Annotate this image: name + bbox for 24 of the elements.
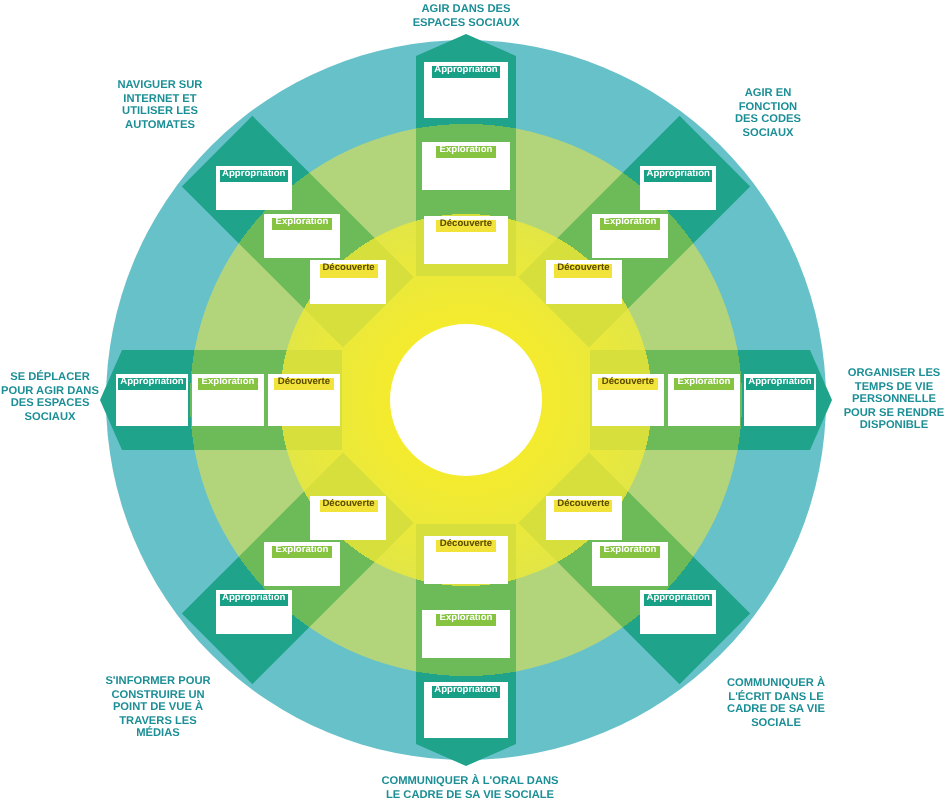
- text-card: [744, 374, 816, 426]
- text-card: [310, 260, 387, 305]
- text-card: [545, 260, 622, 305]
- text-card: [640, 165, 717, 210]
- text-card: [424, 536, 508, 584]
- text-card: [116, 374, 188, 426]
- text-card: [424, 682, 508, 738]
- text-card: [640, 590, 717, 635]
- text-card: [215, 590, 292, 635]
- text-card: [264, 542, 340, 586]
- text-card: [264, 214, 340, 258]
- text-card: [424, 62, 508, 118]
- text-card: [310, 495, 387, 540]
- text-card: [545, 495, 622, 540]
- text-card: [215, 165, 292, 210]
- text-card: [192, 374, 264, 426]
- text-card: [592, 214, 668, 258]
- text-card: [668, 374, 740, 426]
- text-card: [592, 542, 668, 586]
- text-card: [424, 216, 508, 264]
- text-card: [268, 374, 340, 426]
- text-card: [422, 610, 510, 658]
- text-card: [422, 142, 510, 190]
- text-card: [592, 374, 664, 426]
